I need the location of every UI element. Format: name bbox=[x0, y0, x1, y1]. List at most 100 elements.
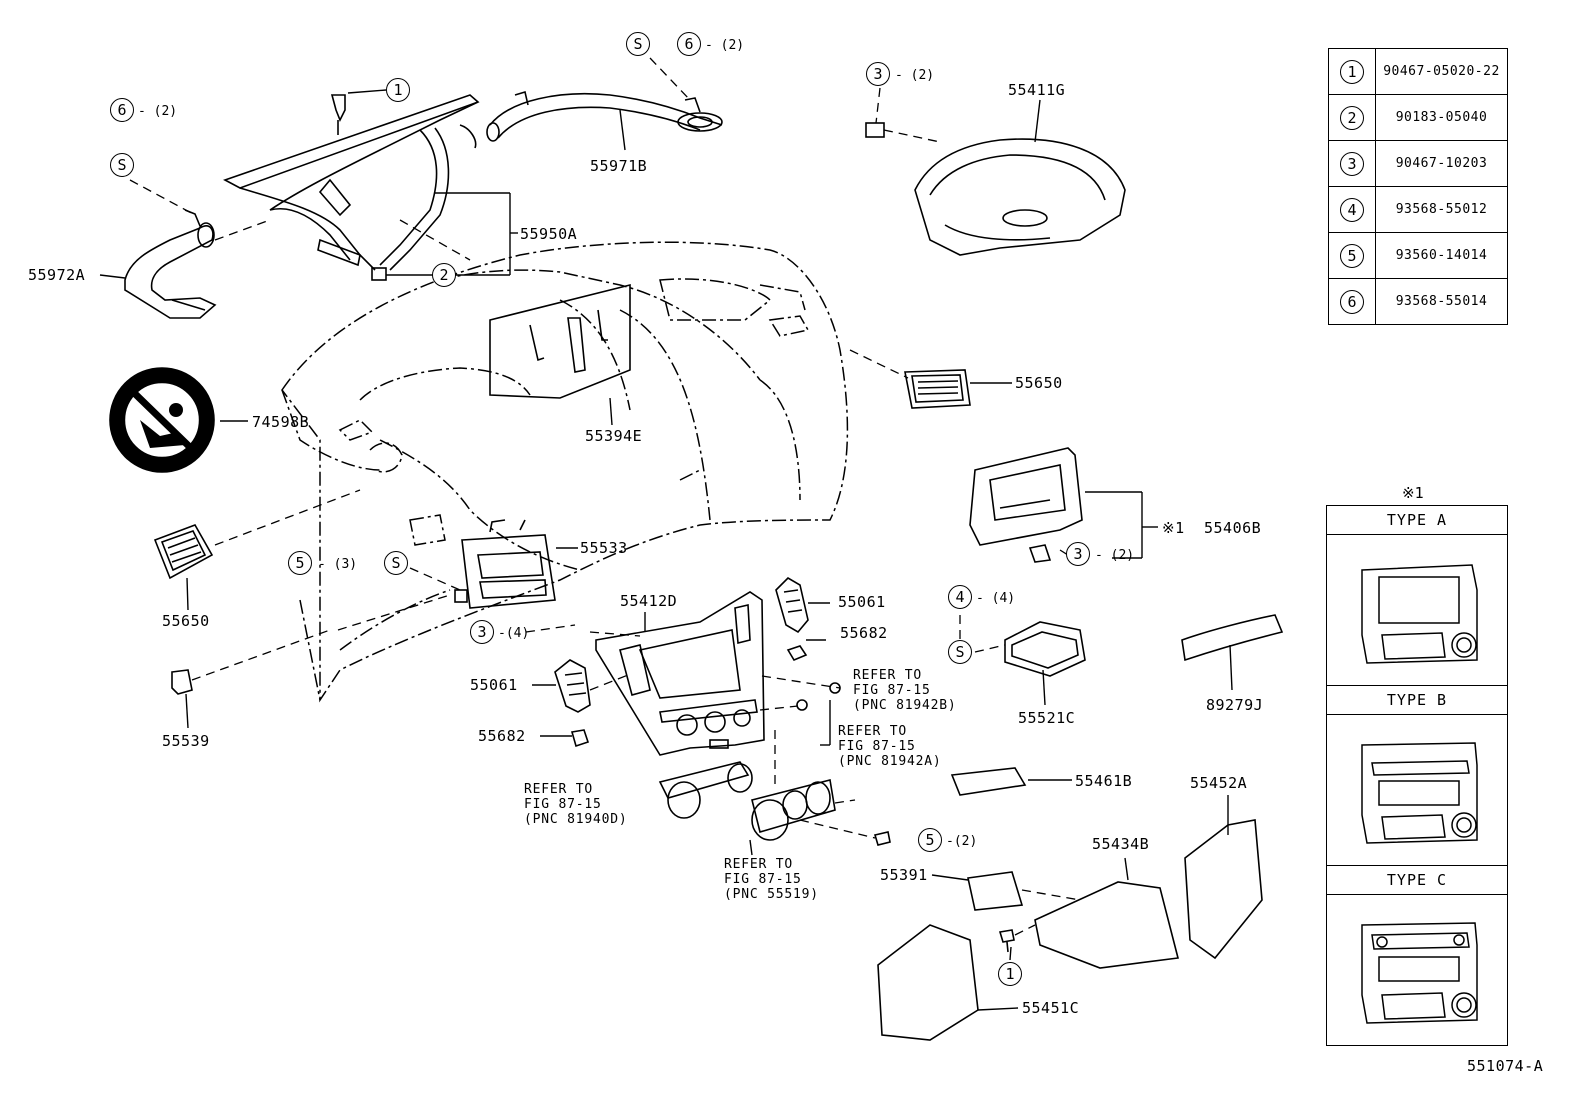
label-55682-right: 55682 bbox=[840, 624, 888, 642]
marker-s-mid: S bbox=[384, 551, 408, 575]
label-55391: 55391 bbox=[880, 866, 928, 884]
types-title: ※1 bbox=[1402, 484, 1424, 502]
vent-55061-left bbox=[554, 659, 591, 713]
marker-5-bottom: 5 bbox=[918, 828, 942, 852]
legend-key: 4 bbox=[1340, 197, 1364, 222]
label-55411G: 55411G bbox=[1008, 81, 1066, 99]
label-55972A: 55972A bbox=[28, 266, 86, 284]
refer-81940D: REFER TO FIG 87-15 (PNC 81940D) bbox=[524, 782, 628, 827]
type-a-illustration bbox=[1327, 535, 1507, 686]
legend-row: 6 93568-55014 bbox=[1329, 278, 1507, 324]
bracket-55533 bbox=[454, 519, 556, 609]
legend-part-number: 90467-10203 bbox=[1395, 156, 1488, 171]
count-6-left: - (2) bbox=[138, 104, 178, 119]
center-cluster-55412D bbox=[595, 591, 765, 756]
vent-55650-left bbox=[153, 524, 214, 580]
cup-holder-55521C bbox=[1004, 621, 1086, 677]
panel-55394E bbox=[489, 283, 631, 399]
marker-3-mid: 3 bbox=[470, 620, 494, 644]
legend-part-number: 93560-14014 bbox=[1395, 248, 1488, 263]
airbag-badge-74598B bbox=[109, 367, 215, 473]
type-b-illustration bbox=[1327, 715, 1507, 866]
refer-81942B: REFER TO FIG 87-15 (PNC 81942B) bbox=[853, 668, 957, 713]
legend-key: 2 bbox=[1340, 105, 1364, 130]
panel-55434B bbox=[1034, 881, 1180, 969]
marker-s-top: S bbox=[626, 32, 650, 56]
count-3-mid: -(4) bbox=[498, 626, 530, 641]
types-panel: TYPE A TYPE B TYPE C bbox=[1326, 505, 1508, 1046]
type-b-header: TYPE B bbox=[1327, 686, 1507, 715]
legend-row: 1 90467-05020-22 bbox=[1329, 49, 1507, 94]
legend-key: 1 bbox=[1340, 59, 1364, 84]
panel-55451C bbox=[877, 924, 979, 1041]
legend-part-number: 93568-55014 bbox=[1395, 294, 1488, 309]
type-c-illustration bbox=[1327, 895, 1507, 1045]
label-55394E: 55394E bbox=[585, 427, 643, 445]
legend-part-number: 90467-05020-22 bbox=[1383, 64, 1500, 79]
vent-55061-right bbox=[775, 576, 809, 634]
legend-key: 6 bbox=[1340, 289, 1364, 314]
marker-2: 2 bbox=[432, 263, 456, 287]
count-3-right: - (2) bbox=[1095, 548, 1135, 563]
duct-55971B bbox=[486, 90, 723, 142]
refer-81942A: REFER TO FIG 87-15 (PNC 81942A) bbox=[838, 724, 942, 769]
duct-55950A bbox=[223, 94, 480, 281]
pocket-55461B bbox=[950, 767, 1027, 796]
legend-key: 5 bbox=[1340, 243, 1364, 268]
cluster-hood-55411G bbox=[865, 122, 1126, 256]
legend-row: 5 93560-14014 bbox=[1329, 232, 1507, 278]
refer-55519: REFER TO FIG 87-15 (PNC 55519) bbox=[724, 857, 819, 902]
nut-55682-left bbox=[570, 729, 590, 748]
label-55452A: 55452A bbox=[1190, 774, 1248, 792]
lid-55391 bbox=[967, 871, 1024, 911]
marker-s-right: S bbox=[948, 640, 972, 664]
note-mark-1: ※1 bbox=[1162, 519, 1185, 537]
marker-6-top: 6 bbox=[677, 32, 701, 56]
legend-row: 3 90467-10203 bbox=[1329, 140, 1507, 186]
label-55533: 55533 bbox=[580, 539, 628, 557]
label-55650-right: 55650 bbox=[1015, 374, 1063, 392]
legend-key: 3 bbox=[1340, 151, 1364, 176]
marker-5-left: 5 bbox=[288, 551, 312, 575]
label-55971B: 55971B bbox=[590, 157, 648, 175]
box-55406B bbox=[969, 447, 1083, 563]
panel-55452A bbox=[1184, 819, 1263, 960]
label-55521C: 55521C bbox=[1018, 709, 1076, 727]
label-55950A: 55950A bbox=[520, 225, 578, 243]
marker-1-top: 1 bbox=[386, 78, 410, 102]
leader-lines bbox=[99, 89, 1233, 1011]
count-5-left: - (3) bbox=[318, 557, 358, 572]
heater-control-81940D bbox=[658, 761, 836, 841]
count-3-top: - (2) bbox=[895, 68, 935, 83]
count-5-bottom: -(2) bbox=[946, 834, 978, 849]
marker-1-bottom: 1 bbox=[998, 962, 1022, 986]
duct-55972A bbox=[124, 209, 217, 319]
type-c-header: TYPE C bbox=[1327, 866, 1507, 895]
count-6-top: - (2) bbox=[705, 38, 745, 53]
marker-3-right: 3 bbox=[1066, 542, 1090, 566]
type-a-header: TYPE A bbox=[1327, 506, 1507, 535]
label-55061-left: 55061 bbox=[470, 676, 518, 694]
label-55406B: 55406B bbox=[1204, 519, 1262, 537]
count-4-right: - (4) bbox=[976, 591, 1016, 606]
marker-s-left: S bbox=[110, 153, 134, 177]
label-55451C: 55451C bbox=[1022, 999, 1080, 1017]
label-55461B: 55461B bbox=[1075, 772, 1133, 790]
label-55061-right: 55061 bbox=[838, 593, 886, 611]
garnish-89279J bbox=[1181, 614, 1284, 662]
label-55539: 55539 bbox=[162, 732, 210, 750]
nut-55682-right bbox=[786, 645, 808, 662]
figure-id: 551074-A bbox=[1467, 1057, 1544, 1075]
marker-6-left: 6 bbox=[110, 98, 134, 122]
label-74598B: 74598B bbox=[252, 413, 310, 431]
label-55650-left: 55650 bbox=[162, 612, 210, 630]
screw-1-bottom bbox=[998, 929, 1015, 953]
screw-5-bottom bbox=[873, 831, 891, 846]
marker-4-right: 4 bbox=[948, 585, 972, 609]
clip-55539 bbox=[171, 669, 193, 695]
marker-3-top: 3 bbox=[866, 62, 890, 86]
